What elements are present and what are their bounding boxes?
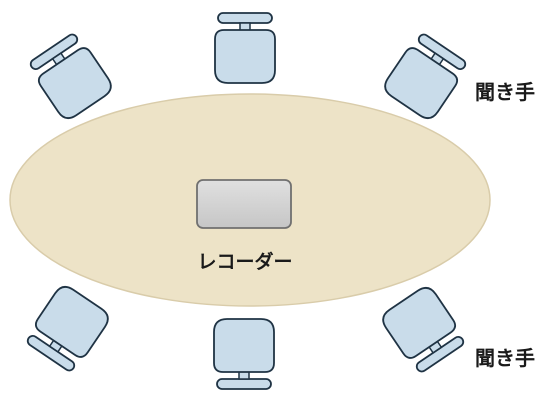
listener-label-bottom: 聞き手 <box>475 346 535 370</box>
chair-bottom-left-icon <box>22 281 114 376</box>
chair-bottom-center-icon <box>213 318 275 390</box>
chair-top-right-icon <box>379 29 471 124</box>
chair-bottom-right-icon <box>377 282 469 377</box>
listener-label-top: 聞き手 <box>475 80 535 104</box>
chair-top-center-icon <box>214 12 276 84</box>
recorder-label: レコーダー <box>197 251 293 273</box>
recorder-icon <box>196 179 292 229</box>
chair-top-left-icon <box>25 29 117 124</box>
